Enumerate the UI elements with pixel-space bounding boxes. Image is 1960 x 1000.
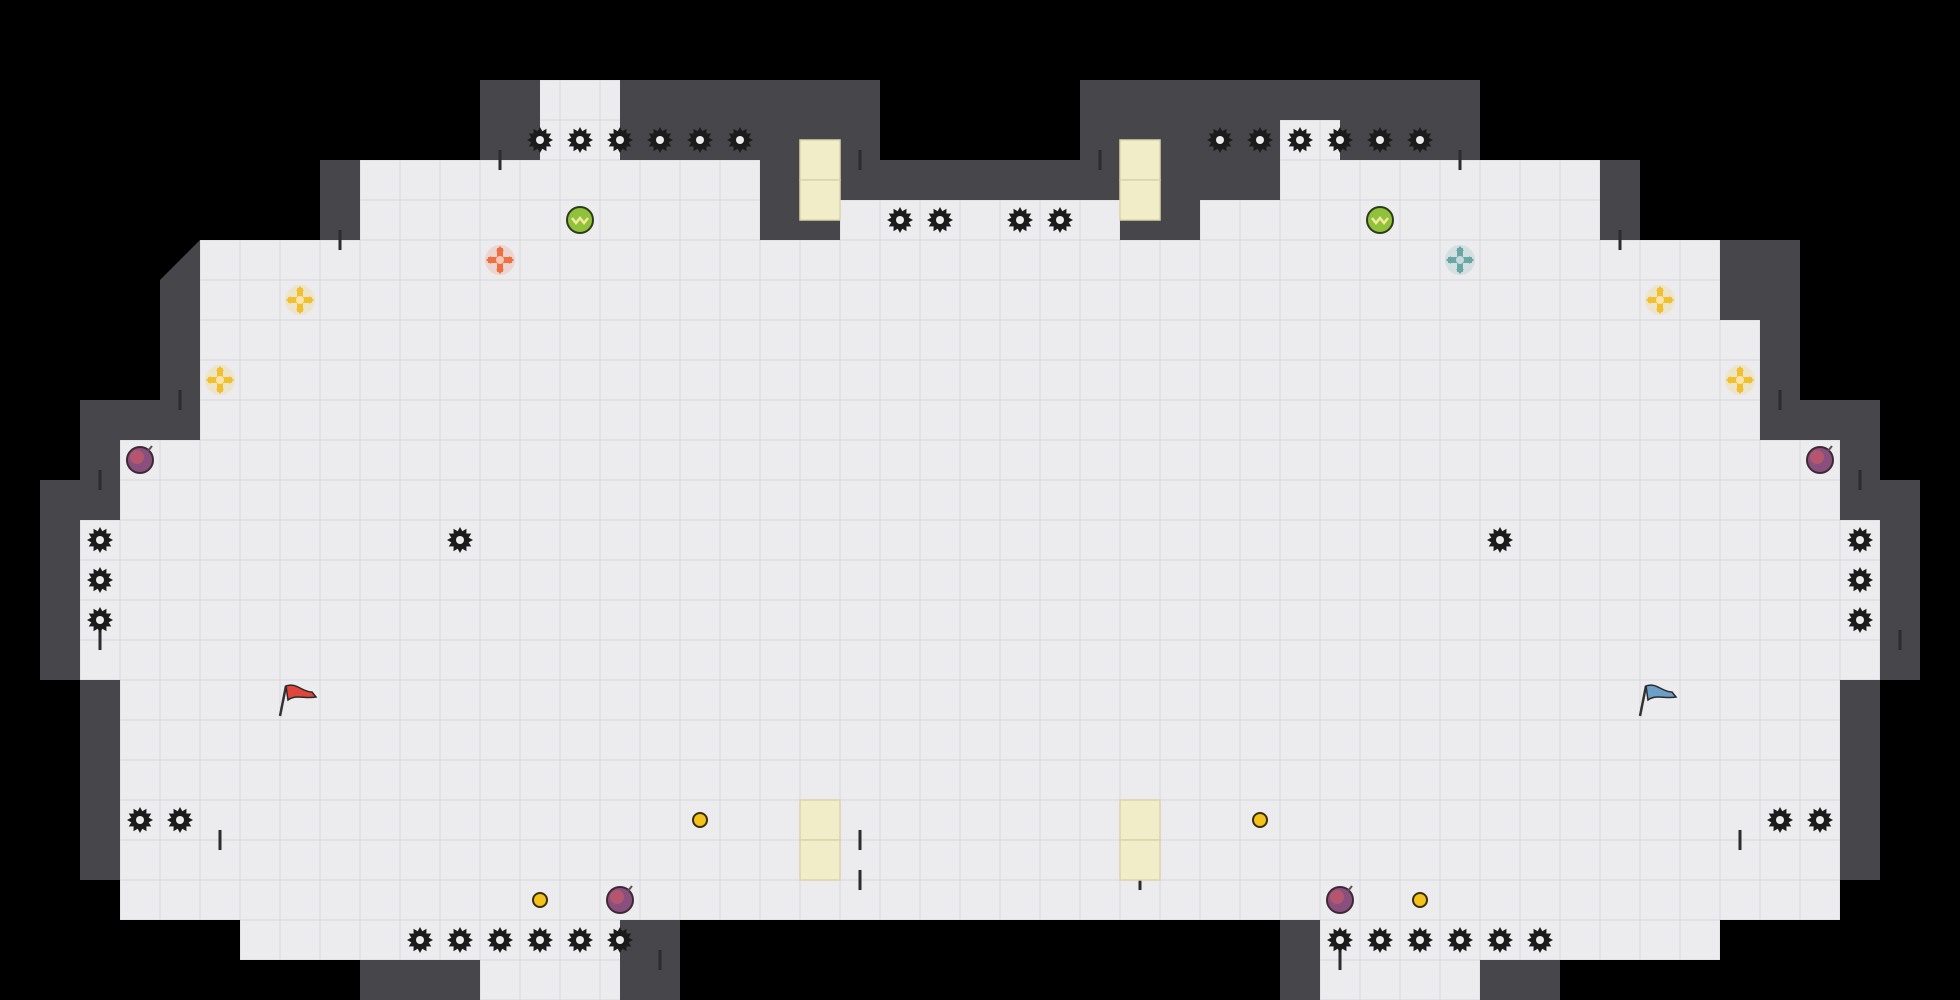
- spike-icon: [1247, 127, 1273, 153]
- spike-icon: [1207, 127, 1233, 153]
- spike-icon: [567, 127, 593, 153]
- spike-icon: [687, 127, 713, 153]
- map-objects: [87, 127, 1873, 953]
- spike-icon: [447, 927, 473, 953]
- boost-yellow-icon[interactable]: [1725, 365, 1755, 395]
- spike-icon: [1047, 207, 1073, 233]
- floor-strip: [200, 320, 1760, 360]
- spike-icon: [1847, 567, 1873, 593]
- spike-icon: [1847, 527, 1873, 553]
- boost-yellow-icon[interactable]: [285, 285, 315, 315]
- floor-strip: [120, 760, 1840, 800]
- spike-icon: [567, 927, 593, 953]
- blue-flag-icon[interactable]: [1638, 684, 1678, 717]
- floor-strip: [80, 560, 1880, 600]
- floor-strip: [120, 440, 1840, 480]
- spike-icon: [607, 927, 633, 953]
- spike-icon: [1007, 207, 1033, 233]
- powerup-icon[interactable]: [566, 206, 594, 234]
- spike-icon: [447, 527, 473, 553]
- coin-icon[interactable]: [532, 892, 548, 908]
- spike-icon: [487, 927, 513, 953]
- bomb-icon[interactable]: [606, 885, 634, 914]
- spike-icon: [167, 807, 193, 833]
- spike-icon: [1767, 807, 1793, 833]
- coin-icon[interactable]: [1412, 892, 1428, 908]
- coin-icon[interactable]: [692, 812, 708, 828]
- floor-strip: [200, 400, 1760, 440]
- red-flag-icon[interactable]: [278, 684, 318, 717]
- spike-icon: [87, 527, 113, 553]
- spike-icon: [1847, 607, 1873, 633]
- spike-icon: [1527, 927, 1553, 953]
- spike-icon: [527, 127, 553, 153]
- boost-yellow-icon[interactable]: [205, 365, 235, 395]
- spike-icon: [927, 207, 953, 233]
- spike-icon: [1327, 927, 1353, 953]
- floor-strip: [80, 640, 1880, 680]
- floor-strip: [120, 480, 1840, 520]
- spike-icon: [1287, 127, 1313, 153]
- boost-yellow-icon[interactable]: [1645, 285, 1675, 315]
- floor-strip: [120, 680, 1840, 720]
- spike-icon: [727, 127, 753, 153]
- spike-icon: [1447, 927, 1473, 953]
- spike-icon: [1367, 127, 1393, 153]
- floor-strip: [120, 720, 1840, 760]
- gate-icon: [799, 139, 841, 221]
- spike-icon: [647, 127, 673, 153]
- gate-icon: [1119, 799, 1161, 881]
- spike-icon: [527, 927, 553, 953]
- floor-strip: [120, 800, 1840, 840]
- floor-strip: [120, 840, 1840, 880]
- spike-icon: [87, 607, 113, 633]
- bomb-icon[interactable]: [126, 445, 154, 474]
- gate-icon: [799, 799, 841, 881]
- spike-icon: [1407, 927, 1433, 953]
- floor-strip: [80, 520, 1880, 560]
- spike-icon: [1807, 807, 1833, 833]
- spike-icon: [607, 127, 633, 153]
- spike-icon: [1327, 127, 1353, 153]
- spike-icon: [1487, 527, 1513, 553]
- spike-icon: [1407, 127, 1433, 153]
- spike-icon: [407, 927, 433, 953]
- bomb-icon[interactable]: [1326, 885, 1354, 914]
- floor-strip: [540, 80, 620, 120]
- floor-strip: [200, 360, 1760, 400]
- boost-blue-icon[interactable]: [1445, 245, 1475, 275]
- bomb-icon[interactable]: [1806, 445, 1834, 474]
- floor-strip: [80, 600, 1880, 640]
- spike-icon: [887, 207, 913, 233]
- floor-strip: [840, 200, 1120, 240]
- coin-icon[interactable]: [1252, 812, 1268, 828]
- floor-strip: [480, 960, 620, 1000]
- spike-icon: [87, 567, 113, 593]
- gate-icon: [1119, 139, 1161, 221]
- spike-icon: [1367, 927, 1393, 953]
- spike-icon: [127, 807, 153, 833]
- powerup-icon[interactable]: [1366, 206, 1394, 234]
- boost-red-icon[interactable]: [485, 245, 515, 275]
- spike-icon: [1487, 927, 1513, 953]
- floor-strip: [120, 880, 1840, 920]
